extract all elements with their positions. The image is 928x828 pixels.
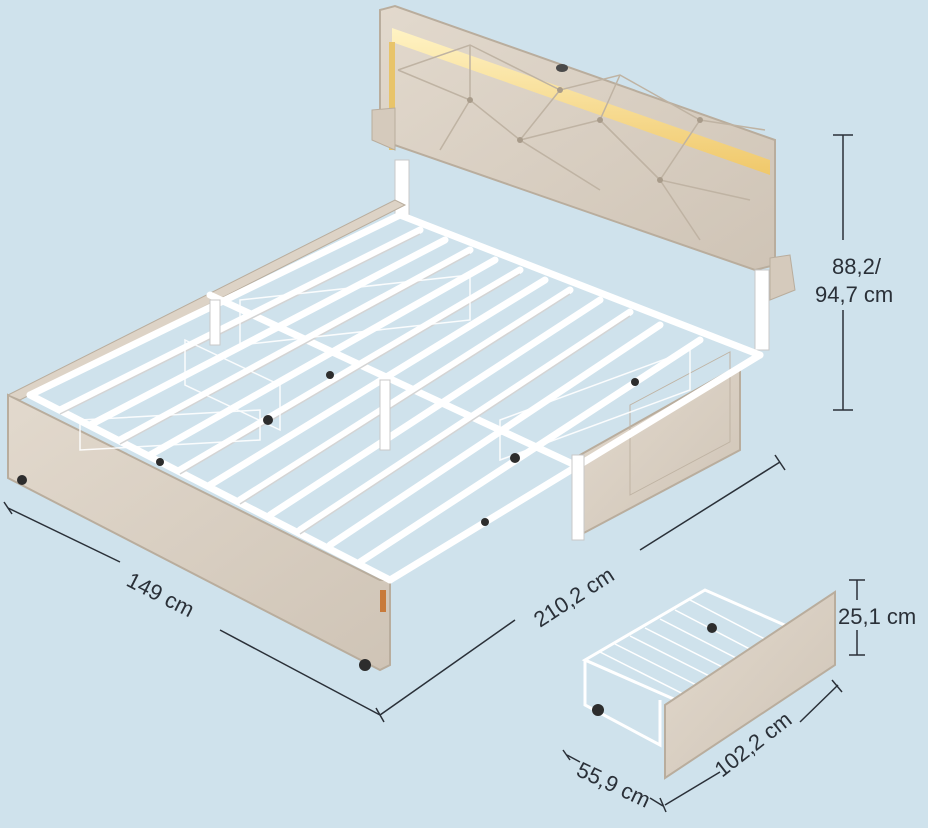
underbed-wire-baskets (79, 274, 691, 462)
headboard (371, 4, 796, 351)
side-pocket-left (371, 107, 396, 151)
headboard-height-label-line2: 94,7 cm (815, 282, 893, 307)
led-strip (392, 28, 770, 175)
drawer-depth-label: 55,9 cm (573, 757, 654, 813)
slat-shading (59, 233, 631, 535)
drawer-illustration (581, 588, 836, 780)
drawer-front-panel (664, 590, 836, 780)
drawer-length-dimension-line (664, 771, 721, 806)
length-dimension-line (379, 619, 516, 716)
width-label: 149 cm (123, 567, 199, 622)
dimension-lines (3, 134, 865, 813)
length-label: 210,2 cm (529, 562, 619, 632)
drawer-height-label: 25,1 cm (838, 604, 916, 629)
front-footboard-rail (7, 393, 391, 672)
headboard-height-label-line1: 88,2/ (832, 254, 882, 279)
drawer-depth-dimension-line (562, 749, 571, 761)
tufting-buttons (467, 87, 703, 183)
usb-port (556, 64, 568, 72)
width-dimension-line (7, 507, 121, 563)
bed-frame-fabric (6, 199, 741, 672)
side-pocket-right (769, 254, 796, 301)
